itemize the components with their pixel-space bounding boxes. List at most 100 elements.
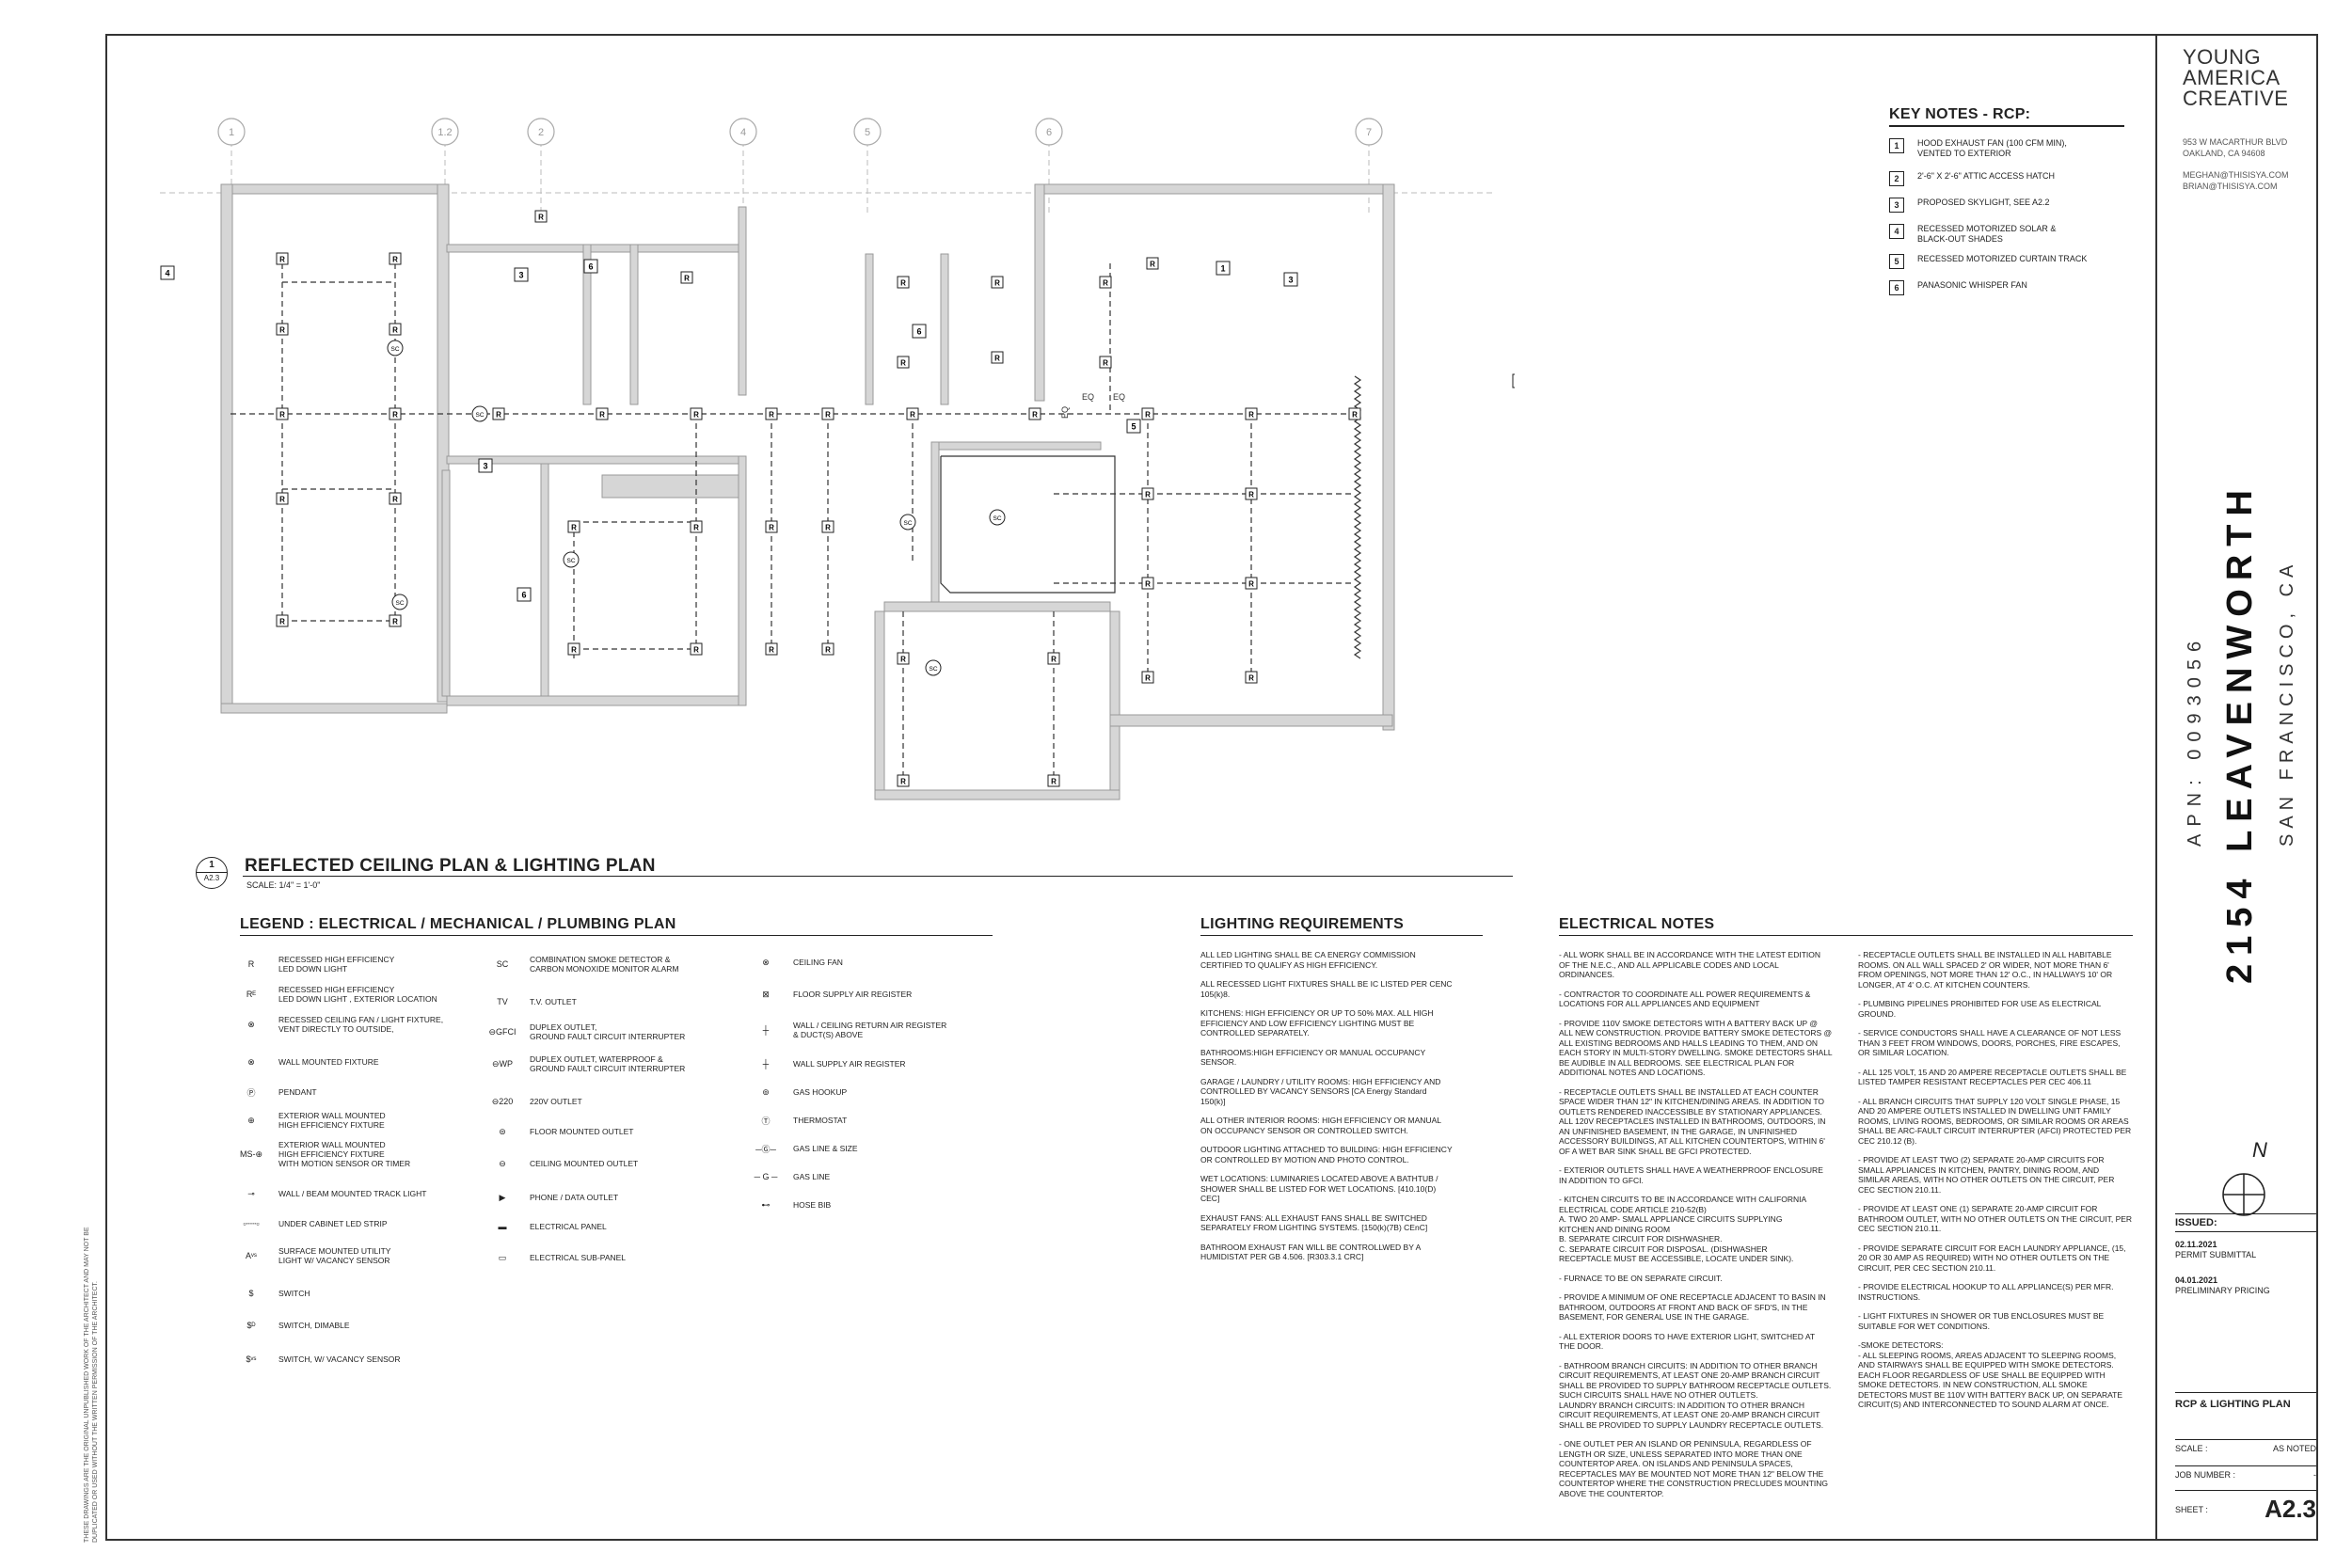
firm-name-line-3: CREATIVE xyxy=(2183,87,2289,110)
legend-label: EXTERIOR WALL MOUNTED HIGH EFFICIENCY FI… xyxy=(278,1111,386,1130)
svg-text:R: R xyxy=(279,326,285,335)
recessed-light-fixture: R xyxy=(1141,407,1154,420)
legend-label: WALL / BEAM MOUNTED TRACK LIGHT xyxy=(278,1189,427,1198)
svg-text:R: R xyxy=(496,411,501,420)
lighting-requirement-paragraph: ALL OTHER INTERIOR ROOMS: HIGH EFFICIENC… xyxy=(1200,1116,1441,1135)
legend-label: CEILING FAN xyxy=(793,958,843,967)
north-label: N xyxy=(2252,1138,2267,1162)
legend-symbol-icon: ⊕ xyxy=(247,1115,255,1125)
legend-symbol-icon: ⊷ xyxy=(761,1199,771,1210)
svg-text:R: R xyxy=(538,214,544,222)
recessed-light-fixture: R xyxy=(1245,577,1258,590)
electrical-notes-title: ELECTRICAL NOTES xyxy=(1559,916,2133,936)
recessed-light-fixture: R xyxy=(276,323,289,336)
legend-item: ⊗CEILING FAN xyxy=(739,952,843,973)
recessed-light-fixture: R xyxy=(680,271,693,284)
legend-label: SWITCH, W/ VACANCY SENSOR xyxy=(278,1354,401,1364)
legend-symbol-icon: Ⓣ xyxy=(761,1116,771,1126)
plan-callout-tag: 5 xyxy=(1126,419,1141,434)
plan-callout-tag: 6 xyxy=(912,324,927,339)
legend-item: ⊕ EXTERIOR WALL MOUNTED HIGH EFFICIENCY F… xyxy=(224,1110,386,1131)
recessed-light-fixture: R xyxy=(276,407,289,420)
legend-item: ▶PHONE / DATA OUTLET xyxy=(475,1187,619,1208)
sheet-number-value: A2.3 xyxy=(2265,1495,2316,1523)
legend-label: RECESSED CEILING FAN / LIGHT FIXTURE, VE… xyxy=(278,1015,444,1034)
svg-text:1: 1 xyxy=(229,127,234,138)
svg-text:R: R xyxy=(769,524,774,532)
plan-title: REFLECTED CEILING PLAN & LIGHTING PLAN xyxy=(245,856,656,876)
plan-callout-tag: 6 xyxy=(583,259,598,274)
svg-text:R: R xyxy=(279,411,285,420)
legend-label: WALL MOUNTED FIXTURE xyxy=(278,1057,379,1067)
recessed-light-fixture: R xyxy=(1141,487,1154,500)
project-address: 2154 LEAVENWORTH xyxy=(2220,482,2260,984)
svg-text:R: R xyxy=(1248,491,1254,499)
legend-label: UNDER CABINET LED STRIP xyxy=(278,1219,388,1228)
firm-email-1[interactable]: MEGHAN@THISISYA.COM xyxy=(2183,170,2289,180)
legend-label: DUPLEX OUTLET, WATERPROOF & GROUND FAULT… xyxy=(530,1054,686,1073)
legend-label: SWITCH xyxy=(278,1289,310,1298)
key-note-number: 1 xyxy=(1889,138,1904,153)
svg-text:3: 3 xyxy=(483,462,487,471)
legend-item: ⊷HOSE BIB xyxy=(739,1195,832,1215)
legend-symbol-icon: ▭ xyxy=(498,1252,507,1262)
job-number-row: JOB NUMBER : - xyxy=(2175,1465,2316,1480)
svg-text:R: R xyxy=(1145,580,1151,589)
electrical-note: - RECEPTACLE OUTLETS SHALL BE INSTALLED … xyxy=(1858,950,2113,990)
recessed-light-fixture: R xyxy=(1141,671,1154,684)
recessed-light-fixture: R xyxy=(1028,407,1041,420)
svg-text:R: R xyxy=(1103,279,1108,288)
recessed-light-fixture: R xyxy=(1099,356,1112,369)
lighting-requirement-paragraph: BATHROOM EXHAUST FAN WILL BE CONTROLLWED… xyxy=(1200,1242,1422,1262)
smoke-co-detector: SC xyxy=(471,405,488,422)
svg-text:SC: SC xyxy=(929,666,937,673)
legend-symbol-icon: ⊸ xyxy=(247,1188,255,1198)
svg-text:R: R xyxy=(825,524,831,532)
legend-item: ⊸ WALL / BEAM MOUNTED TRACK LIGHT xyxy=(224,1183,426,1204)
scale-label: SCALE : xyxy=(2175,1444,2208,1453)
legend-item: ─Ⓖ─GAS LINE & SIZE xyxy=(739,1138,857,1159)
grid-lines xyxy=(160,141,1496,216)
grid-bubble-1.2: 1.2 xyxy=(431,118,459,146)
recessed-light-fixture: R xyxy=(1099,276,1112,289)
legend-symbol-icon: $ᵛˢ xyxy=(246,1354,257,1364)
recessed-light-fixture: R xyxy=(492,407,505,420)
firm-name-line-2: AMERICA xyxy=(2183,66,2280,89)
svg-text:6: 6 xyxy=(588,262,593,272)
electrical-note: - ALL 125 VOLT, 15 AND 20 AMPERE RECEPTA… xyxy=(1858,1067,2127,1087)
svg-text:EQ: EQ xyxy=(1082,392,1094,402)
recessed-light-fixture: R xyxy=(567,520,580,533)
firm-name-line-1: YOUNG xyxy=(2183,45,2262,69)
svg-text:1: 1 xyxy=(1220,264,1225,274)
svg-text:R: R xyxy=(825,646,831,655)
north-arrow-icon xyxy=(2222,1173,2265,1216)
legend-label: THERMOSTAT xyxy=(793,1116,848,1125)
legend-label: EXTERIOR WALL MOUNTED HIGH EFFICIENCY FI… xyxy=(278,1140,411,1168)
svg-text:R: R xyxy=(900,359,906,368)
legend-symbol-icon: ⊗ xyxy=(247,1019,255,1029)
firm-email-2[interactable]: BRIAN@THISISYA.COM xyxy=(2183,182,2278,191)
legend-symbol-icon: ┼ xyxy=(762,1059,770,1069)
recessed-light-fixture: R xyxy=(765,407,778,420)
firm-address-line-2: OAKLAND, CA 94608 xyxy=(2183,149,2265,158)
electrical-note: - CONTRACTOR TO COORDINATE ALL POWER REQ… xyxy=(1559,989,1811,1009)
svg-text:SC: SC xyxy=(475,412,484,419)
plan-callouts: 4366134 & 5536 xyxy=(160,259,1515,602)
legend-symbol-icon: ⊠ xyxy=(762,989,770,999)
issued-date-2: 04.01.2021 xyxy=(2175,1275,2218,1285)
plan-callout-tag: 3 xyxy=(478,458,493,473)
svg-text:5: 5 xyxy=(865,127,870,138)
svg-text:3: 3 xyxy=(518,271,523,280)
grid-bubble-7: 7 xyxy=(1355,118,1383,146)
lighting-requirement-paragraph: OUTDOOR LIGHTING ATTACHED TO BUILDING: H… xyxy=(1200,1145,1453,1164)
legend-symbol-icon: MS-⊕ xyxy=(239,1148,263,1159)
legend-label: WALL / CEILING RETURN AIR REGISTER & DUC… xyxy=(793,1021,947,1039)
recessed-light-fixture: R xyxy=(276,492,289,505)
firm-address-line-1: 953 W MACARTHUR BLVD xyxy=(2183,137,2288,147)
